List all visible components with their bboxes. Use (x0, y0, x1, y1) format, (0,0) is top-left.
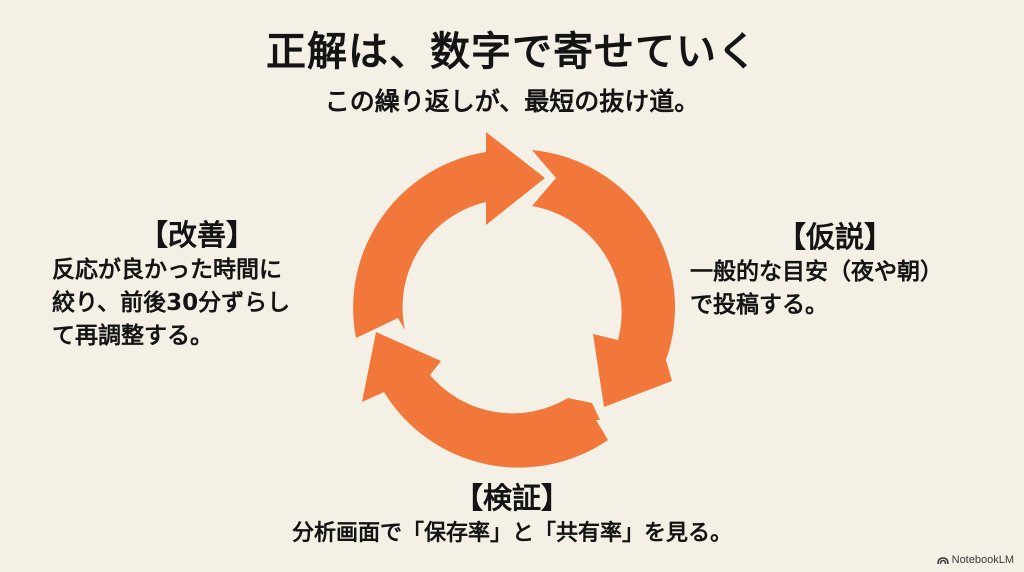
step-hypothesis-line1: 一般的な目安（夜や朝） (690, 259, 943, 285)
step-improvement-line3: て再調整する。 (52, 323, 213, 349)
step-improvement-heading: 【改善】 (138, 218, 255, 252)
brand-label: NotebookLM (951, 554, 1014, 566)
step-improvement: 【改善】 反応が良かった時間に 絞り、前後30分ずらし て再調整する。 (52, 216, 342, 353)
step-improvement-line2: 絞り、前後30分ずらし (52, 290, 291, 316)
step-verification-heading: 【検証】 (453, 481, 570, 515)
notebooklm-logo-icon (936, 556, 949, 564)
step-verification-line1: 分析画面で「保存率」と「共有率」を見る。 (291, 521, 732, 546)
step-hypothesis-line2: で投稿する。 (690, 292, 828, 318)
page-subtitle: この繰り返しが、最短の抜け道。 (324, 87, 700, 116)
arrow-verification-to-improvement-icon (362, 332, 608, 468)
step-verification: 【検証】 分析画面で「保存率」と「共有率」を見る。 (0, 479, 1024, 551)
arrow-hypothesis-to-verification-icon (532, 150, 676, 407)
cycle-arrows-diagram (353, 132, 676, 468)
step-hypothesis: 【仮説】 一般的な目安（夜や朝） で投稿する。 (690, 218, 980, 322)
step-improvement-line1: 反応が良かった時間に (52, 257, 282, 283)
page-title: 正解は、数字で寄せていく (266, 29, 758, 75)
step-hypothesis-heading: 【仮説】 (776, 220, 893, 254)
arrow-improvement-to-hypothesis-icon (353, 132, 545, 338)
brand-watermark: NotebookLM (936, 554, 1014, 566)
